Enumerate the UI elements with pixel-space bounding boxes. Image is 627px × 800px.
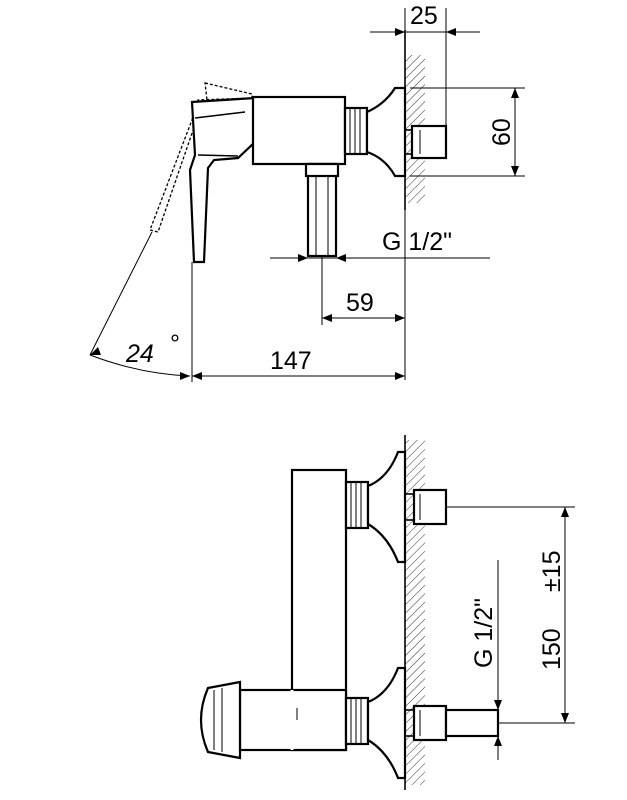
dim-tolerance: ±15 xyxy=(538,550,566,592)
side-view: 25 60 G 1/2" 59 147 24 ° xyxy=(89,2,525,382)
dim-angle: 24 xyxy=(125,340,154,368)
dim-59: 59 xyxy=(346,289,374,317)
supply-pipe xyxy=(444,708,500,738)
escutcheon-upper xyxy=(366,450,407,564)
front-view: G 1/2" 150 ±15 xyxy=(199,435,575,790)
eccentric-fitting-upper xyxy=(412,488,448,526)
wall-bottom xyxy=(405,440,425,785)
dim-25: 25 xyxy=(410,2,438,30)
escutcheon-top xyxy=(365,86,407,178)
dim-thread-side: G 1/2" xyxy=(470,598,498,668)
dim-thread-top: G 1/2" xyxy=(382,228,452,256)
dim-150: 150 xyxy=(538,628,566,670)
dim-60: 60 xyxy=(488,118,516,146)
eccentric-fitting-top xyxy=(410,124,448,160)
outlet-nut xyxy=(304,162,340,178)
handle-edge xyxy=(194,111,246,119)
valve-body xyxy=(251,95,347,166)
dim-degree: ° xyxy=(170,330,180,358)
eccentric-fitting-lower xyxy=(412,704,448,742)
connector-nut-upper xyxy=(344,480,370,530)
front-knob xyxy=(199,680,242,760)
handle-edge-2 xyxy=(197,154,239,157)
handle-lever xyxy=(188,96,257,264)
outlet-pipe xyxy=(306,162,338,258)
dim-147: 147 xyxy=(270,347,312,375)
connector-nut-top xyxy=(343,106,369,156)
escutcheon-lower xyxy=(366,666,407,780)
connector-nut-lower xyxy=(344,696,370,746)
